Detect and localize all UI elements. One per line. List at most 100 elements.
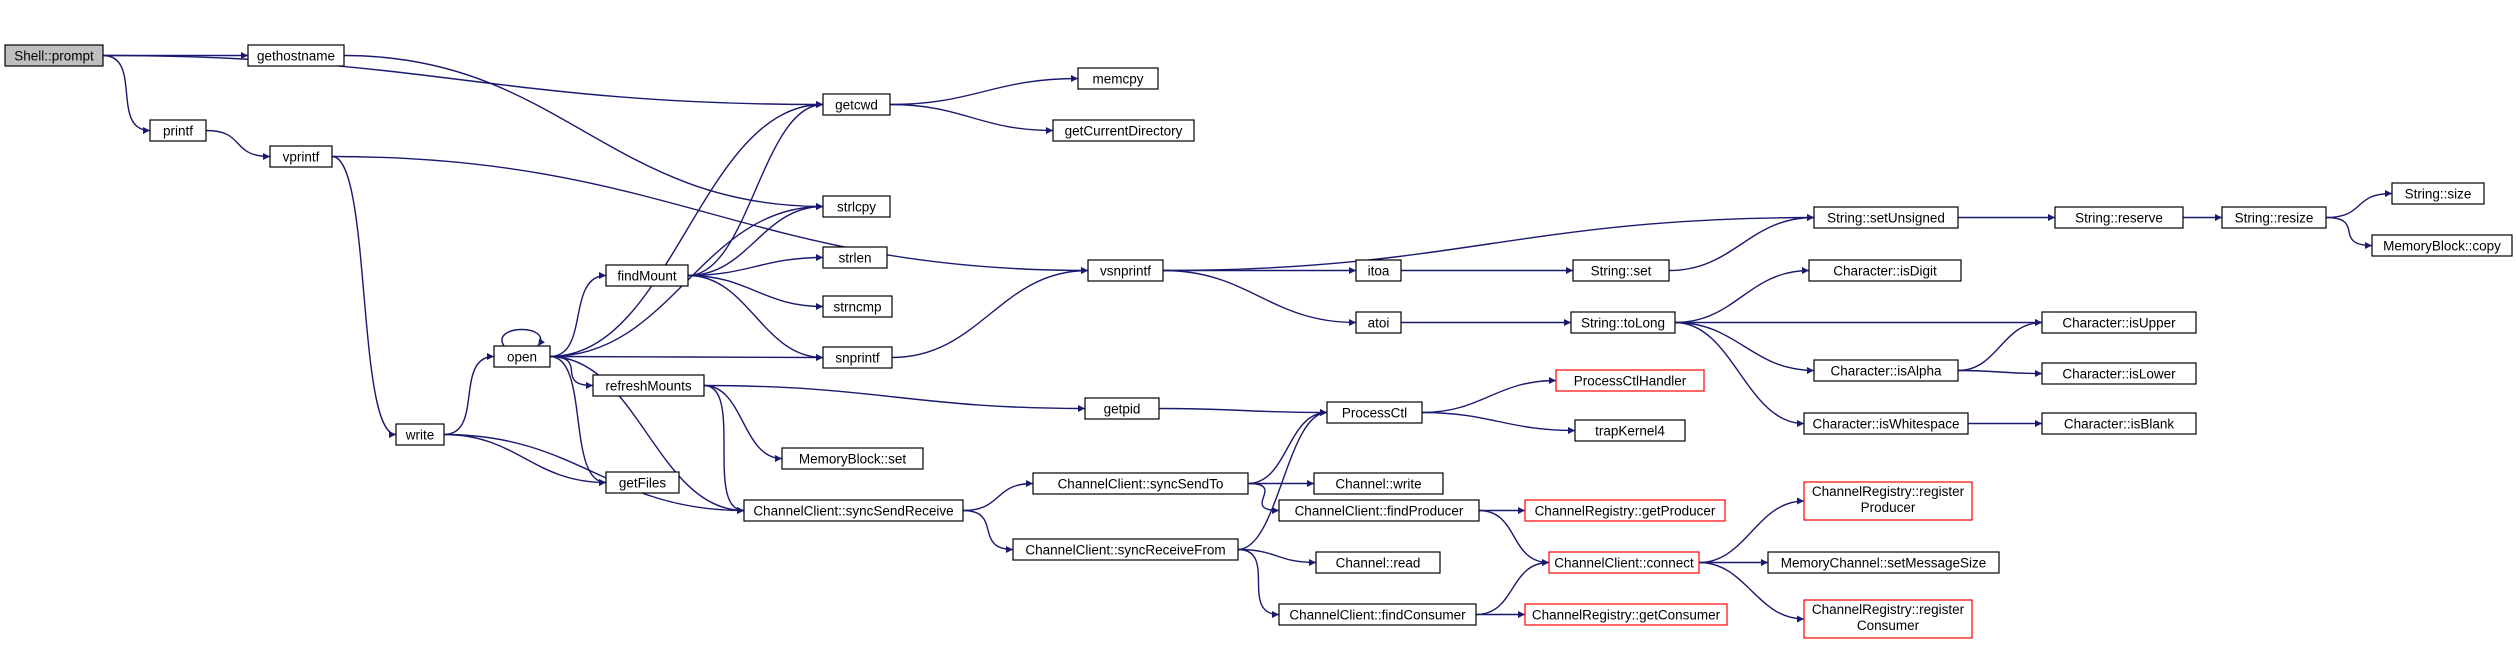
node-box[interactable] bbox=[1570, 311, 1676, 334]
node-strlen[interactable]: strlen bbox=[822, 246, 888, 269]
node-box[interactable] bbox=[2391, 182, 2485, 205]
node-channel-client-find-consumer[interactable]: ChannelClient::findConsumer bbox=[1278, 603, 1477, 626]
node-box[interactable] bbox=[1084, 397, 1160, 420]
node-vsnprintf[interactable]: vsnprintf bbox=[1087, 259, 1164, 282]
node-vprintf[interactable]: vprintf bbox=[269, 145, 333, 168]
node-character-is-blank[interactable]: Character::isBlank bbox=[2041, 412, 2197, 435]
node-memory-block-set[interactable]: MemoryBlock::set bbox=[781, 447, 924, 470]
node-channel-read[interactable]: Channel::read bbox=[1315, 551, 1441, 574]
node-box[interactable] bbox=[1555, 369, 1705, 392]
node-string-resize[interactable]: String::resize bbox=[2221, 206, 2327, 229]
node-box[interactable] bbox=[1355, 311, 1402, 334]
node-getpid[interactable]: getpid bbox=[1084, 397, 1160, 420]
node-box[interactable] bbox=[1524, 603, 1728, 626]
node-process-ctl-handler[interactable]: ProcessCtlHandler bbox=[1555, 369, 1705, 392]
node-channel-client-sync-send-receive[interactable]: ChannelClient::syncSendReceive bbox=[743, 499, 964, 522]
node-string-reserve[interactable]: String::reserve bbox=[2054, 206, 2184, 229]
node-box[interactable] bbox=[2221, 206, 2327, 229]
node-box[interactable] bbox=[1278, 603, 1477, 626]
node-write[interactable]: write bbox=[395, 423, 445, 446]
node-string-set-unsigned[interactable]: String::setUnsigned bbox=[1813, 206, 1959, 229]
node-get-files[interactable]: getFiles bbox=[605, 471, 680, 494]
node-box[interactable] bbox=[1315, 551, 1441, 574]
node-find-mount[interactable]: findMount bbox=[605, 264, 689, 287]
node-string-size[interactable]: String::size bbox=[2391, 182, 2485, 205]
node-itoa[interactable]: itoa bbox=[1355, 259, 1402, 282]
node-box[interactable] bbox=[247, 44, 345, 67]
node-box[interactable] bbox=[1813, 206, 1959, 229]
node-gethostname[interactable]: gethostname bbox=[247, 44, 345, 67]
node-character-is-digit[interactable]: Character::isDigit bbox=[1808, 259, 1962, 282]
node-box[interactable] bbox=[592, 374, 705, 397]
node-channel-client-connect[interactable]: ChannelClient::connect bbox=[1548, 551, 1700, 574]
node-strlcpy[interactable]: strlcpy bbox=[822, 195, 891, 218]
node-box[interactable] bbox=[1548, 551, 1700, 574]
node-get-current-directory[interactable]: getCurrentDirectory bbox=[1052, 119, 1195, 142]
node-box[interactable] bbox=[1803, 599, 1973, 639]
node-box[interactable] bbox=[1767, 551, 2000, 574]
node-memory-block-copy[interactable]: MemoryBlock::copy bbox=[2371, 234, 2513, 257]
node-channel-client-find-producer[interactable]: ChannelClient::findProducer bbox=[1278, 499, 1480, 522]
node-box[interactable] bbox=[822, 195, 891, 218]
node-box[interactable] bbox=[822, 246, 888, 269]
node-box[interactable] bbox=[822, 295, 893, 318]
node-box[interactable] bbox=[1574, 419, 1686, 442]
node-box[interactable] bbox=[605, 264, 689, 287]
node-box[interactable] bbox=[1803, 481, 1973, 521]
node-box[interactable] bbox=[2371, 234, 2513, 257]
node-channel-registry-get-producer[interactable]: ChannelRegistry::getProducer bbox=[1524, 499, 1726, 522]
node-box[interactable] bbox=[1808, 259, 1962, 282]
node-channel-client-sync-receive-from[interactable]: ChannelClient::syncReceiveFrom bbox=[1012, 538, 1239, 561]
node-character-is-lower[interactable]: Character::isLower bbox=[2041, 362, 2197, 385]
node-box[interactable] bbox=[149, 119, 207, 142]
node-channel-registry-get-consumer[interactable]: ChannelRegistry::getConsumer bbox=[1524, 603, 1728, 626]
node-box[interactable] bbox=[1572, 259, 1670, 282]
node-character-is-upper[interactable]: Character::isUpper bbox=[2041, 311, 2197, 334]
node-box[interactable] bbox=[1012, 538, 1239, 561]
node-string-to-long[interactable]: String::toLong bbox=[1570, 311, 1676, 334]
node-atoi[interactable]: atoi bbox=[1355, 311, 1402, 334]
node-trap-kernel4[interactable]: trapKernel4 bbox=[1574, 419, 1686, 442]
node-refresh-mounts[interactable]: refreshMounts bbox=[592, 374, 705, 397]
node-box[interactable] bbox=[1313, 472, 1444, 495]
node-box[interactable] bbox=[4, 44, 104, 67]
node-box[interactable] bbox=[493, 345, 551, 368]
node-box[interactable] bbox=[781, 447, 924, 470]
node-box[interactable] bbox=[1032, 472, 1249, 495]
node-channel-client-sync-send-to[interactable]: ChannelClient::syncSendTo bbox=[1032, 472, 1249, 495]
node-box[interactable] bbox=[1052, 119, 1195, 142]
node-box[interactable] bbox=[2054, 206, 2184, 229]
node-box[interactable] bbox=[743, 499, 964, 522]
node-box[interactable] bbox=[2041, 311, 2197, 334]
node-box[interactable] bbox=[1524, 499, 1726, 522]
node-character-is-whitespace[interactable]: Character::isWhitespace bbox=[1803, 412, 1969, 435]
node-box[interactable] bbox=[2041, 412, 2197, 435]
node-box[interactable] bbox=[605, 471, 680, 494]
node-box[interactable] bbox=[1278, 499, 1480, 522]
node-open[interactable]: open bbox=[493, 345, 551, 368]
node-box[interactable] bbox=[822, 346, 893, 369]
node-memcpy[interactable]: memcpy bbox=[1077, 67, 1159, 90]
node-box[interactable] bbox=[1813, 359, 1959, 382]
node-strncmp[interactable]: strncmp bbox=[822, 295, 893, 318]
node-box[interactable] bbox=[395, 423, 445, 446]
node-memory-channel-set-message-size[interactable]: MemoryChannel::setMessageSize bbox=[1767, 551, 2000, 574]
node-process-ctl[interactable]: ProcessCtl bbox=[1326, 401, 1423, 424]
node-box[interactable] bbox=[1803, 412, 1969, 435]
node-box[interactable] bbox=[2041, 362, 2197, 385]
node-character-is-alpha[interactable]: Character::isAlpha bbox=[1813, 359, 1959, 382]
node-string-set[interactable]: String::set bbox=[1572, 259, 1670, 282]
node-channel-write[interactable]: Channel::write bbox=[1313, 472, 1444, 495]
node-box[interactable] bbox=[1326, 401, 1423, 424]
node-box[interactable] bbox=[822, 93, 891, 116]
node-printf[interactable]: printf bbox=[149, 119, 207, 142]
node-box[interactable] bbox=[269, 145, 333, 168]
node-shell-prompt[interactable]: Shell::prompt bbox=[4, 44, 104, 67]
node-getcwd[interactable]: getcwd bbox=[822, 93, 891, 116]
node-box[interactable] bbox=[1077, 67, 1159, 90]
node-box[interactable] bbox=[1355, 259, 1402, 282]
node-snprintf[interactable]: snprintf bbox=[822, 346, 893, 369]
node-box[interactable] bbox=[1087, 259, 1164, 282]
